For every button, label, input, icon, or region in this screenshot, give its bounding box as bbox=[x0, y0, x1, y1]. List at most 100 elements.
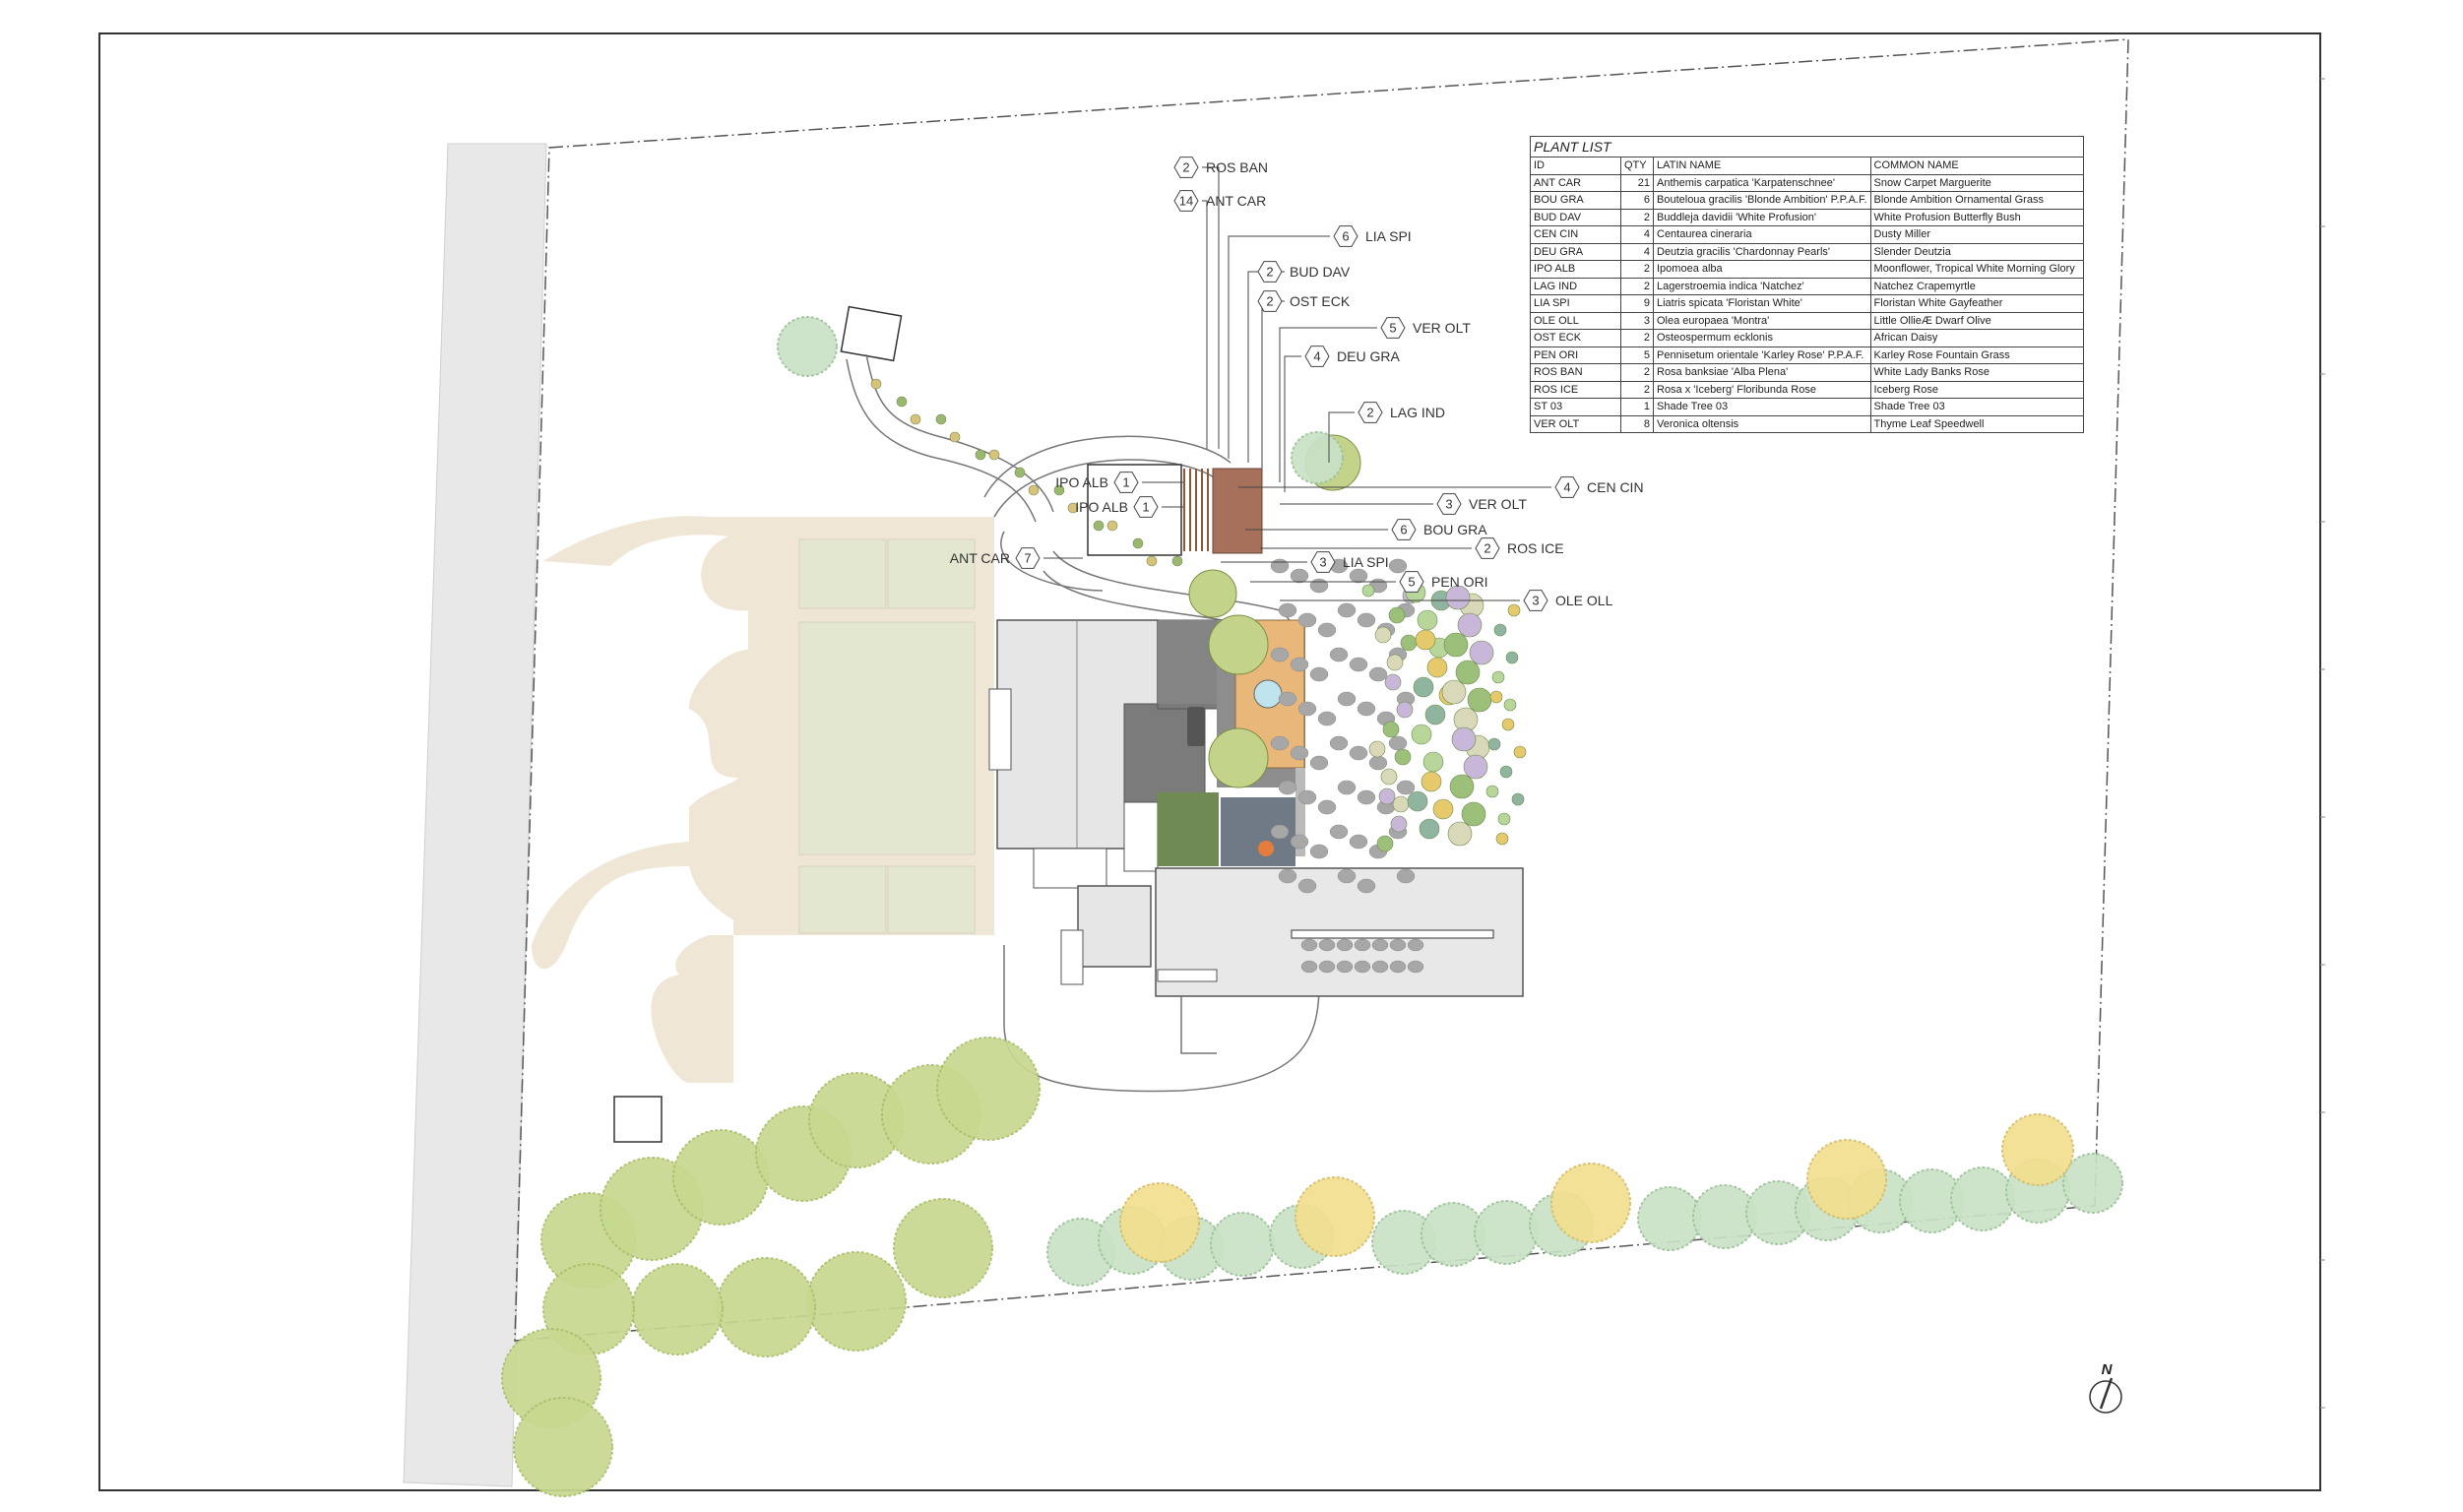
stepping-stone bbox=[1297, 789, 1317, 805]
callout-label: LIA SPI bbox=[1343, 554, 1389, 570]
stepping-stone bbox=[1388, 735, 1408, 751]
callout-hexagon bbox=[1015, 547, 1041, 569]
shrub bbox=[1415, 629, 1436, 651]
perennial-bed-plants bbox=[870, 378, 1527, 852]
shrub bbox=[1421, 771, 1442, 792]
col-header-latin: LATIN NAME bbox=[1653, 157, 1871, 175]
callout-quantity: 5 bbox=[1408, 575, 1415, 590]
plant-common-name: Moonflower, Tropical White Morning Glory bbox=[1869, 260, 2084, 279]
callout-label: OLE OLL bbox=[1555, 593, 1613, 608]
plant-common-name: White Lady Banks Rose bbox=[1869, 363, 2084, 382]
callout-label: ANT CAR bbox=[1206, 193, 1266, 209]
tree-canopy bbox=[716, 1257, 816, 1357]
plant-latin-name: Veronica oltensis bbox=[1653, 414, 1871, 433]
path-edge-plant bbox=[1106, 520, 1118, 532]
sheet-border bbox=[98, 32, 2321, 1491]
plant-common-name: Snow Carpet Marguerite bbox=[1869, 173, 2084, 192]
stepping-stone bbox=[1278, 780, 1297, 795]
col-header-id: ID bbox=[1530, 157, 1621, 175]
plant-id: OLE OLL bbox=[1530, 311, 1621, 330]
callout-label: OST ECK bbox=[1290, 293, 1351, 309]
callout-hexagon bbox=[1380, 317, 1406, 339]
tree-canopy bbox=[1291, 431, 1344, 484]
canopy-trees bbox=[501, 316, 2123, 1497]
shrub bbox=[1392, 795, 1410, 813]
tree-canopy bbox=[1210, 1212, 1275, 1277]
plant-common-name: Shade Tree 03 bbox=[1869, 398, 2084, 416]
shrub bbox=[1493, 623, 1507, 637]
callout-hexagon bbox=[1257, 261, 1283, 283]
plant-latin-name: Osteospermum ecklonis bbox=[1653, 329, 1871, 347]
callout-label: VER OLT bbox=[1413, 320, 1471, 336]
path-edge-plant bbox=[1171, 555, 1183, 567]
plant-latin-name: Anthemis carpatica 'Karpatenschnee' bbox=[1653, 173, 1871, 192]
stepping-stone bbox=[1388, 558, 1408, 574]
stepping-stone bbox=[1357, 789, 1376, 805]
callout-quantity: 2 bbox=[1366, 406, 1373, 420]
shrub bbox=[1457, 612, 1483, 638]
shrub bbox=[1384, 673, 1402, 691]
tree-canopy bbox=[1950, 1166, 2015, 1231]
callout-hexagon bbox=[1333, 225, 1358, 247]
plant-latin-name: Bouteloua gracilis 'Blonde Ambition' P.P… bbox=[1653, 191, 1871, 210]
stepping-stone bbox=[1407, 960, 1424, 974]
stepping-stone bbox=[1290, 657, 1309, 672]
stepping-stone bbox=[1270, 824, 1290, 840]
callout-quantity: 4 bbox=[1563, 480, 1570, 495]
plant-common-name: Thyme Leaf Speedwell bbox=[1869, 414, 2084, 433]
plant-common-name: Dusty Miller bbox=[1869, 225, 2084, 244]
callout-label: VER OLT bbox=[1469, 496, 1527, 512]
shrub bbox=[1513, 745, 1527, 759]
stepping-stone bbox=[1371, 938, 1389, 952]
callout-label: CEN CIN bbox=[1587, 479, 1644, 495]
shrub bbox=[1503, 698, 1517, 712]
stepping-stone bbox=[1318, 960, 1336, 974]
stepping-stone bbox=[1337, 602, 1357, 618]
shrub bbox=[1400, 634, 1418, 652]
plant-qty: 4 bbox=[1620, 225, 1654, 244]
stepping-stone bbox=[1309, 578, 1329, 594]
path-edge-plant bbox=[949, 431, 961, 443]
path-edge-plant bbox=[1053, 484, 1065, 496]
callout-label: ANT CAR bbox=[950, 550, 1010, 566]
shrub bbox=[1497, 812, 1511, 826]
plant-id: BOU GRA bbox=[1530, 191, 1621, 210]
plant-common-name: African Daisy bbox=[1869, 329, 2084, 347]
stepping-stone bbox=[1270, 558, 1290, 574]
callout-label: LAG IND bbox=[1390, 405, 1445, 420]
path-edge-plant bbox=[896, 396, 908, 408]
stepping-stone bbox=[1317, 799, 1337, 815]
plant-list-header-row: ID QTY LATIN NAME COMMON NAME bbox=[1530, 157, 2084, 175]
callout-label: ROS ICE bbox=[1507, 540, 1564, 556]
plant-qty: 4 bbox=[1620, 242, 1654, 261]
tree-canopy bbox=[1119, 1182, 1200, 1263]
callout-tag: 2 LAG IND bbox=[1358, 402, 1445, 423]
plant-latin-name: Centaurea cineraria bbox=[1653, 225, 1871, 244]
stepping-stone bbox=[1389, 960, 1407, 974]
callout-hexagon bbox=[1310, 551, 1336, 573]
path-edge-plant bbox=[1132, 537, 1144, 549]
col-header-qty: QTY bbox=[1620, 157, 1654, 175]
plant-id: CEN CIN bbox=[1530, 225, 1621, 244]
plant-latin-name: Rosa x 'Iceberg' Floribunda Rose bbox=[1653, 380, 1871, 399]
plant-common-name: White Profusion Butterfly Bush bbox=[1869, 208, 2084, 226]
path-edge-plant bbox=[935, 413, 947, 425]
tree-canopy bbox=[936, 1037, 1041, 1141]
shrub bbox=[1495, 832, 1509, 846]
callout-hexagon bbox=[1475, 537, 1500, 559]
